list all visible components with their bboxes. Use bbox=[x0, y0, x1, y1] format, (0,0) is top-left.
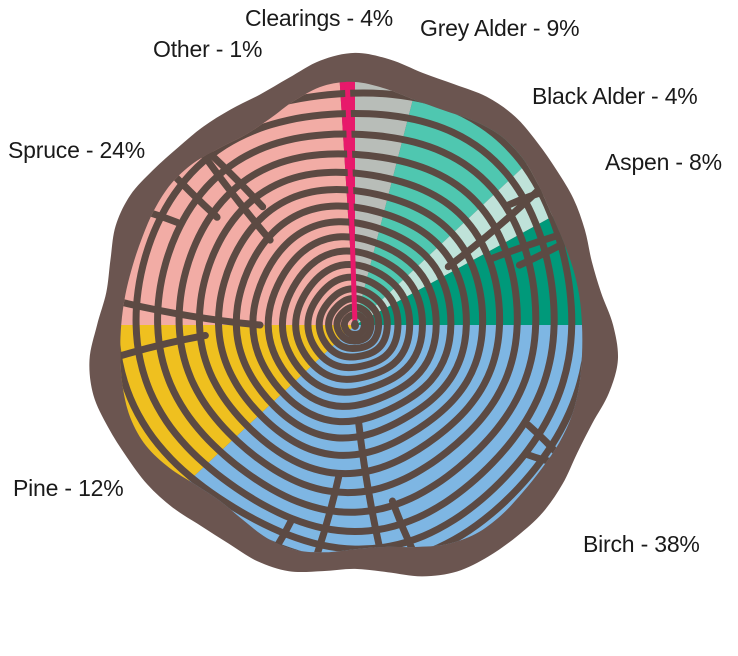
pith-center bbox=[351, 320, 359, 330]
label-pine: Pine - 12% bbox=[13, 475, 124, 501]
label-aspen: Aspen - 8% bbox=[605, 149, 722, 175]
pie-slice-other-sliver bbox=[344, 81, 358, 324]
radial-crack bbox=[308, 470, 343, 553]
growth-ring bbox=[175, 150, 521, 497]
radial-crack bbox=[354, 416, 389, 553]
radial-crack bbox=[388, 497, 423, 553]
growth-ring bbox=[340, 310, 368, 338]
growth-ring bbox=[333, 303, 375, 345]
label-other: Other - 1% bbox=[153, 36, 263, 62]
radial-crack bbox=[120, 331, 209, 364]
growth-ring bbox=[232, 202, 470, 442]
growth-ring bbox=[264, 233, 440, 410]
label-black-alder: Black Alder - 4% bbox=[532, 83, 698, 109]
growth-ring bbox=[325, 294, 383, 352]
growth-ring bbox=[195, 168, 504, 478]
growth-ring bbox=[215, 186, 487, 459]
label-grey-alder: Grey Alder - 9% bbox=[420, 15, 580, 41]
label-clearings: Clearings - 4% bbox=[245, 5, 394, 31]
label-birch: Birch - 38% bbox=[583, 531, 700, 557]
label-spruce: Spruce - 24% bbox=[8, 137, 145, 163]
growth-ring bbox=[154, 130, 540, 516]
growth-ring bbox=[304, 273, 402, 372]
radial-crack bbox=[267, 516, 296, 553]
growth-ring bbox=[292, 260, 414, 383]
growth-ring bbox=[315, 285, 391, 361]
growth-ring bbox=[278, 247, 426, 396]
radial-crack bbox=[120, 295, 264, 329]
